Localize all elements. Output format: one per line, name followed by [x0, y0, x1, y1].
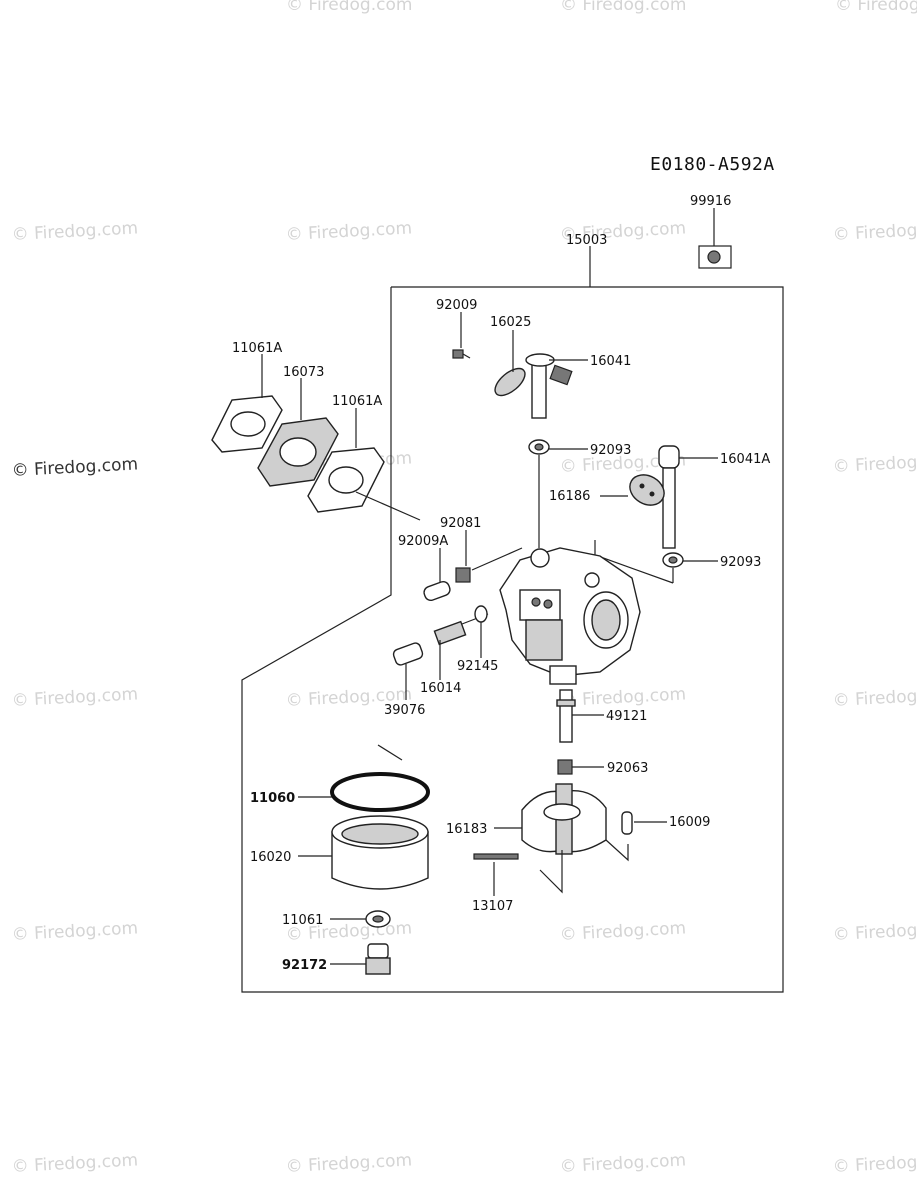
assembly-boundary: [241, 286, 784, 993]
part-49121[interactable]: [556, 689, 604, 743]
part-16009[interactable]: [621, 811, 667, 835]
watermark-text: © Firedog.com: [560, 0, 686, 15]
part-label-92093: 92093: [590, 443, 631, 458]
part-92009A[interactable]: [422, 548, 451, 602]
part-label-16183: 16183: [446, 822, 487, 837]
leader-line: [355, 491, 421, 521]
part-13107-pin[interactable]: [473, 853, 519, 896]
part-92063[interactable]: [557, 759, 604, 775]
part-label-16041A: 16041A: [720, 452, 770, 467]
watermark-text: © Firedog.com: [11, 918, 138, 945]
part-11060-o-ring[interactable]: [298, 744, 430, 812]
part-label-92172: 92172: [282, 958, 327, 973]
watermark-text: © Firedog.com: [285, 1150, 412, 1177]
part-label-11061A: 11061A: [232, 341, 282, 356]
watermark-text: © Firedog.com: [285, 218, 412, 245]
carburetor-body[interactable]: [499, 547, 641, 685]
part-label-11061: 11061: [282, 913, 323, 928]
part-16041[interactable]: [525, 353, 588, 419]
part-label-49121: 49121: [606, 709, 647, 724]
part-16025[interactable]: [490, 330, 529, 400]
part-label-39076: 39076: [384, 703, 425, 718]
part-label-92009: 92009: [436, 298, 477, 313]
part-11061-washer[interactable]: [330, 910, 391, 928]
watermark-text: © Firedog.com: [835, 0, 917, 15]
part-label-11060: 11060: [250, 791, 295, 806]
watermark-text: © Firedog.com: [11, 218, 138, 245]
part-99916[interactable]: [698, 208, 732, 269]
part-label-11061A: 11061A: [332, 394, 382, 409]
part-label-99916: 99916: [690, 194, 731, 209]
watermark-text: © Firedog.com: [832, 1150, 917, 1177]
part-16020-float-bowl[interactable]: [298, 815, 429, 890]
part-label-16025: 16025: [490, 315, 531, 330]
watermark-text: © Firedog.com: [832, 450, 917, 477]
watermark-text: © Firedog.com: [832, 218, 917, 245]
part-92172-bolt[interactable]: [330, 943, 391, 975]
part-92081-spring[interactable]: [455, 530, 523, 583]
watermark-text: © Firedog.com: [11, 1150, 138, 1177]
watermark-text: © Firedog.com: [11, 454, 138, 481]
part-label-16186: 16186: [549, 489, 590, 504]
watermark-text: © Firedog.com: [559, 1150, 686, 1177]
part-92093-washer-lower[interactable]: [594, 540, 718, 584]
watermark-text: © Firedog.com: [286, 0, 412, 15]
part-label-92063: 92063: [607, 761, 648, 776]
part-16041A[interactable]: [658, 445, 718, 549]
watermark-text: © Firedog.com: [559, 918, 686, 945]
part-92009[interactable]: [452, 312, 471, 359]
part-label-92145: 92145: [457, 659, 498, 674]
part-label-15003: 15003: [566, 233, 607, 248]
part-label-13107: 13107: [472, 899, 513, 914]
part-label-16020: 16020: [250, 850, 291, 865]
part-16073-insulator[interactable]: [257, 378, 339, 487]
part-label-16009: 16009: [669, 815, 710, 830]
part-92093-washer[interactable]: [528, 439, 588, 548]
part-16186[interactable]: [600, 469, 670, 511]
part-label-16014: 16014: [420, 681, 461, 696]
part-39076[interactable]: [392, 642, 424, 700]
part-label-92009A: 92009A: [398, 534, 448, 549]
part-92145[interactable]: [474, 605, 488, 658]
watermark-text: © Firedog.com: [559, 684, 686, 711]
watermark-text: © Firedog.com: [832, 918, 917, 945]
watermarks: © Firedog.com © Firedog.com © Firedog.co…: [11, 0, 917, 1177]
part-label-92093: 92093: [720, 555, 761, 570]
part-16183-float[interactable]: [494, 783, 629, 894]
diagram-code: E0180-A592A: [650, 154, 775, 175]
part-label-92081: 92081: [440, 516, 481, 531]
watermark-text: © Firedog.com: [11, 684, 138, 711]
part-11061A-gasket-1[interactable]: [211, 354, 283, 453]
watermark-text: © Firedog.com: [832, 684, 917, 711]
part-label-16073: 16073: [283, 365, 324, 380]
part-label-16041: 16041: [590, 354, 631, 369]
